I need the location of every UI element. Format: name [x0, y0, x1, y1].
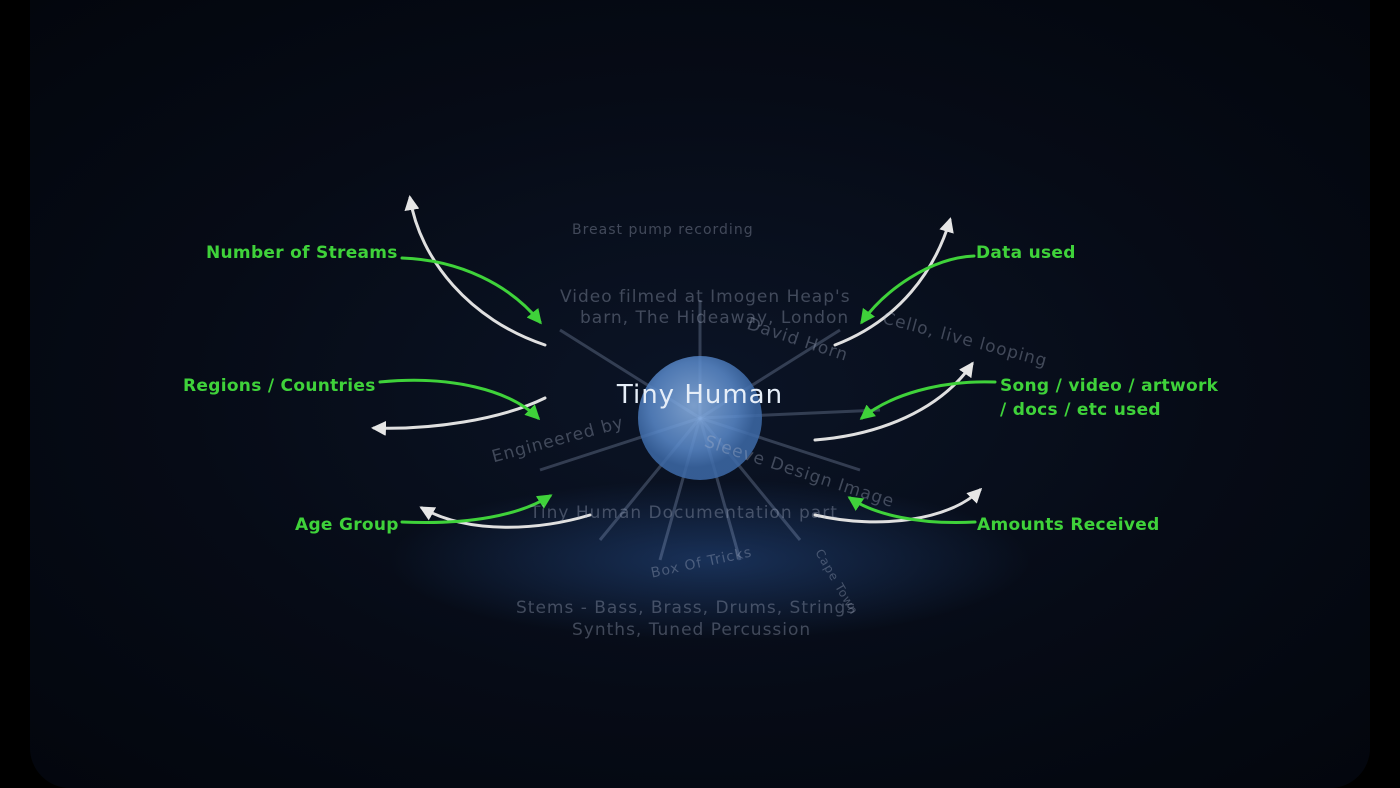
- inbound-arrow-song: [859, 380, 997, 420]
- inbound-arrow-amounts: [847, 496, 977, 524]
- bg-text: Stems - Bass, Brass, Drums, Strings: [516, 598, 857, 618]
- inbound-arrow-data: [860, 254, 976, 325]
- floor-glow: [390, 480, 1030, 640]
- inbound-arrow-age: [400, 494, 553, 524]
- bg-text: barn, The Hideaway, London: [580, 308, 850, 328]
- bg-text: Breast pump recording: [572, 222, 754, 238]
- center-node-title: Tiny Human: [616, 380, 784, 410]
- label-regions-countries: Regions / Countries: [183, 376, 376, 396]
- outbound-arrow-streams: [404, 195, 547, 347]
- inbound-arrow-streams: [400, 256, 542, 325]
- bg-text: Tiny Human Documentation part: [530, 503, 838, 523]
- label-amounts-received: Amounts Received: [977, 515, 1160, 535]
- bg-text: Synths, Tuned Percussion: [572, 620, 812, 640]
- tiny-human-node: [638, 356, 762, 480]
- outbound-arrow-song: [813, 361, 974, 442]
- label-number-of-streams: Number of Streams: [206, 243, 398, 263]
- inbound-arrow-regions: [378, 378, 541, 421]
- label-song-video-line2: / docs / etc used: [1000, 400, 1161, 420]
- label-song-video-line1: Song / video / artwork: [1000, 376, 1219, 396]
- outbound-arrow-age: [419, 506, 592, 529]
- inbound-arrows: [378, 254, 997, 524]
- label-data-used: Data used: [976, 243, 1076, 263]
- bg-text: Video filmed at Imogen Heap's: [560, 287, 851, 307]
- label-age-group: Age Group: [295, 515, 399, 535]
- outbound-arrow-data: [833, 217, 954, 347]
